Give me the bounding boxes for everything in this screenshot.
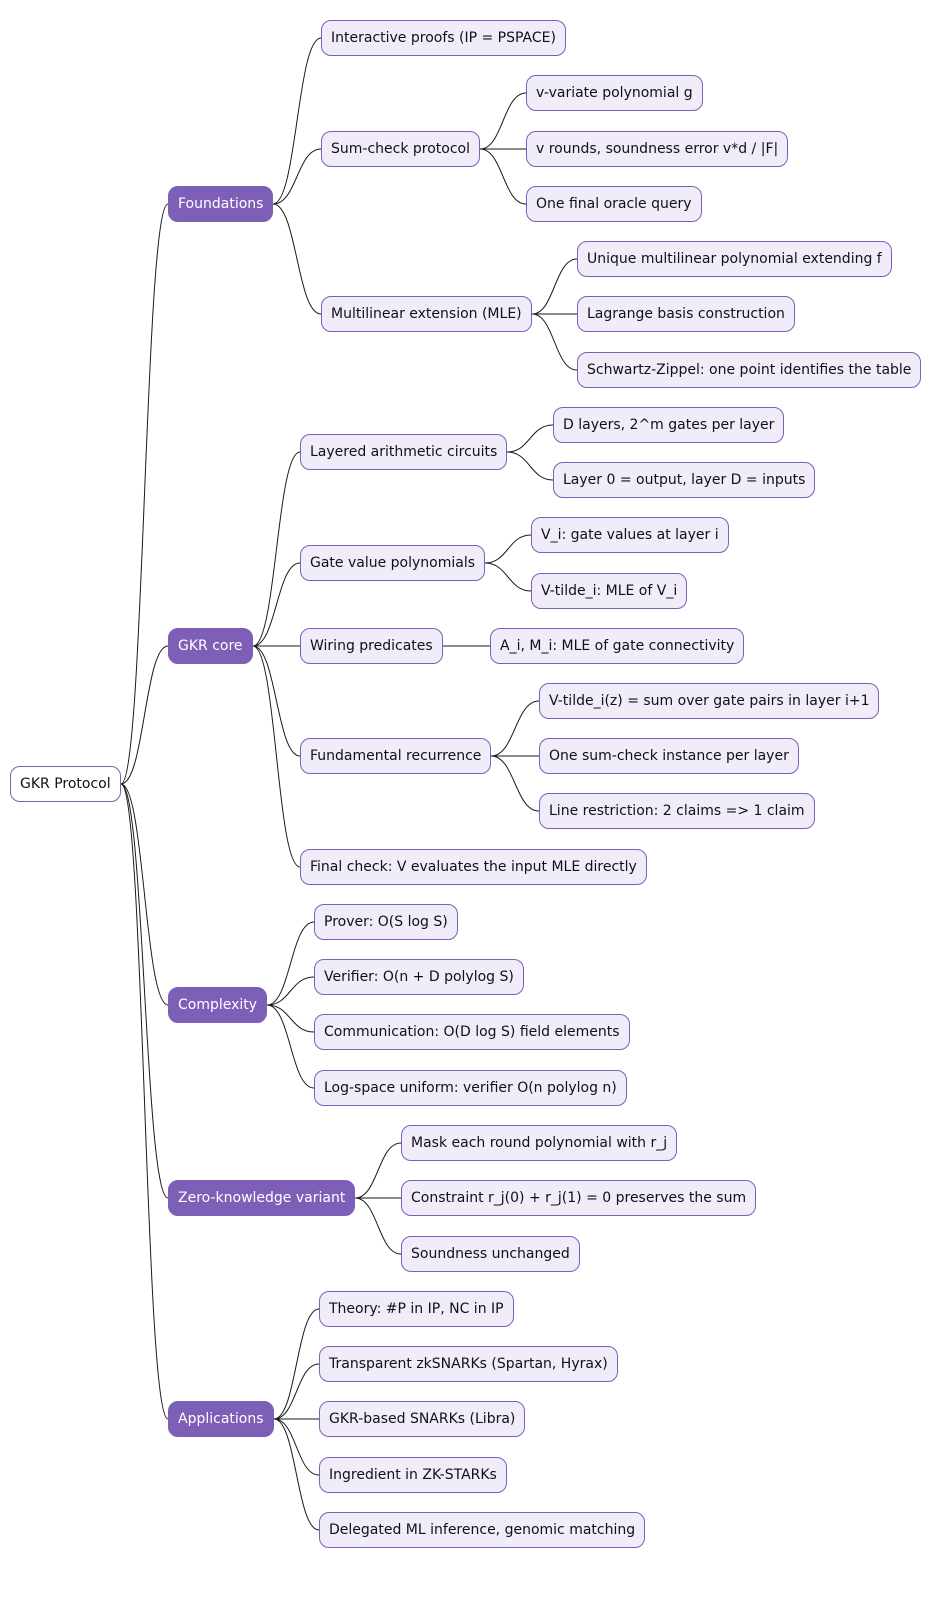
edge-25 <box>266 921 315 1006</box>
node-sc-v-variate: v-variate polynomial g <box>526 75 703 111</box>
edge-28 <box>266 1004 315 1089</box>
branch-complexity: Complexity <box>168 987 268 1023</box>
node-fundamental-recurrence: Fundamental recurrence <box>300 738 492 774</box>
edge-35 <box>273 1363 320 1420</box>
node-mle-lagrange: Lagrange basis construction <box>577 296 795 332</box>
node-sum-check: Sum-check protocol <box>321 131 480 167</box>
node-mle-schwartz: Schwartz-Zippel: one point identifies th… <box>577 352 922 388</box>
edge-24 <box>120 783 169 1006</box>
edge-13 <box>506 451 554 481</box>
node-mle-unique: Unique multilinear polynomial extending … <box>577 241 892 277</box>
branch-gkr-core: GKR core <box>168 628 253 664</box>
node-delegated-ml: Delegated ML inference, genomic matching <box>319 1512 646 1548</box>
node-recurrence-sum: V-tilde_i(z) = sum over gate pairs in la… <box>539 683 880 719</box>
node-interactive-proofs: Interactive proofs (IP = PSPACE) <box>321 20 566 56</box>
branch-applications: Applications <box>168 1401 274 1437</box>
node-prover: Prover: O(S log S) <box>314 904 458 940</box>
branch-foundations: Foundations <box>168 186 274 222</box>
node-layer-output-input: Layer 0 = output, layer D = inputs <box>553 462 816 498</box>
edge-23 <box>252 645 301 868</box>
edge-15 <box>484 534 532 564</box>
node-gkr-snarks: GKR-based SNARKs (Libra) <box>319 1401 526 1437</box>
edge-32 <box>354 1197 402 1255</box>
edge-6 <box>272 203 322 315</box>
edge-2 <box>272 148 322 205</box>
edge-34 <box>273 1308 320 1420</box>
edge-26 <box>266 976 315 1006</box>
node-layers-gates: D layers, 2^m gates per layer <box>553 407 785 443</box>
node-zk-starks: Ingredient in ZK-STARKs <box>319 1457 507 1493</box>
node-soundness: Soundness unchanged <box>401 1236 580 1272</box>
node-recurrence-sumcheck: One sum-check instance per layer <box>539 738 799 774</box>
node-transparent-zksnarks: Transparent zkSNARKs (Spartan, Hyrax) <box>319 1346 618 1382</box>
node-verifier: Verifier: O(n + D polylog S) <box>314 959 524 995</box>
edge-1 <box>272 37 322 205</box>
node-log-space: Log-space uniform: verifier O(n polylog … <box>314 1070 627 1106</box>
edge-3 <box>479 92 527 150</box>
node-wiring-mle: A_i, M_i: MLE of gate connectivity <box>490 628 745 664</box>
edge-10 <box>120 645 169 785</box>
node-sc-rounds: v rounds, soundness error v*d / |F| <box>526 131 789 167</box>
node-constraint: Constraint r_j(0) + r_j(1) = 0 preserves… <box>401 1180 757 1216</box>
edge-37 <box>273 1418 320 1476</box>
edge-14 <box>252 562 301 647</box>
node-communication: Communication: O(D log S) field elements <box>314 1014 630 1050</box>
edge-20 <box>490 700 540 757</box>
edge-38 <box>273 1418 320 1531</box>
node-theory: Theory: #P in IP, NC in IP <box>319 1291 514 1327</box>
root-node: GKR Protocol <box>10 766 121 802</box>
edge-7 <box>531 258 578 315</box>
edge-11 <box>252 451 301 647</box>
edge-22 <box>490 755 540 812</box>
node-recurrence-line: Line restriction: 2 claims => 1 claim <box>539 793 815 829</box>
node-wiring-predicates: Wiring predicates <box>300 628 443 664</box>
node-v-i: V_i: gate values at layer i <box>531 517 729 553</box>
edge-19 <box>252 645 301 757</box>
node-layered-circuits: Layered arithmetic circuits <box>300 434 508 470</box>
branch-zero-knowledge: Zero-knowledge variant <box>168 1180 356 1216</box>
node-final-check: Final check: V evaluates the input MLE d… <box>300 849 647 885</box>
edge-16 <box>484 562 532 592</box>
node-mask-round: Mask each round polynomial with r_j <box>401 1125 678 1161</box>
edge-27 <box>266 1004 315 1033</box>
edge-33 <box>120 783 169 1420</box>
node-mle: Multilinear extension (MLE) <box>321 296 532 332</box>
edge-9 <box>531 313 578 371</box>
node-sc-oracle: One final oracle query <box>526 186 702 222</box>
node-gate-value-polys: Gate value polynomials <box>300 545 486 581</box>
edge-0 <box>120 203 169 785</box>
edge-12 <box>506 424 554 453</box>
edge-29 <box>120 783 169 1199</box>
edge-5 <box>479 148 527 205</box>
node-v-tilde-i: V-tilde_i: MLE of V_i <box>531 573 688 609</box>
edge-30 <box>354 1142 402 1199</box>
